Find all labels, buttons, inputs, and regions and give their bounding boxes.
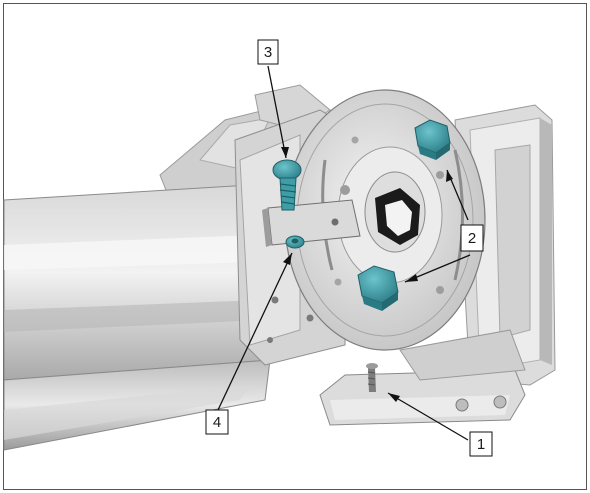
callout-4-label: 4 — [213, 414, 221, 431]
callout-1-label: 1 — [477, 436, 485, 453]
callout-2: 2 — [460, 224, 484, 252]
callout-3-label: 3 — [264, 44, 272, 61]
leader-4 — [217, 252, 293, 411]
screw-3-icon — [272, 159, 302, 211]
bolt-2-upper-icon — [414, 119, 451, 160]
arrow-2-upper — [446, 170, 453, 182]
callout-4: 4 — [205, 409, 229, 435]
arrow-4 — [283, 253, 292, 265]
arrow-2-lower — [405, 274, 418, 282]
callout-3: 3 — [257, 39, 279, 65]
leader-3 — [267, 65, 287, 159]
bolt-2-lower-icon — [357, 265, 399, 311]
leader-arrows — [281, 147, 453, 402]
adapter-plate — [262, 199, 361, 247]
leader-1 — [387, 392, 469, 441]
bottom-clamp — [319, 329, 526, 426]
callout-2-label: 2 — [468, 230, 476, 247]
arrow-3 — [281, 147, 289, 158]
nut-4-icon — [285, 235, 305, 249]
right-bracket — [454, 104, 556, 386]
callout-1: 1 — [469, 431, 493, 457]
arrow-1 — [388, 393, 400, 402]
